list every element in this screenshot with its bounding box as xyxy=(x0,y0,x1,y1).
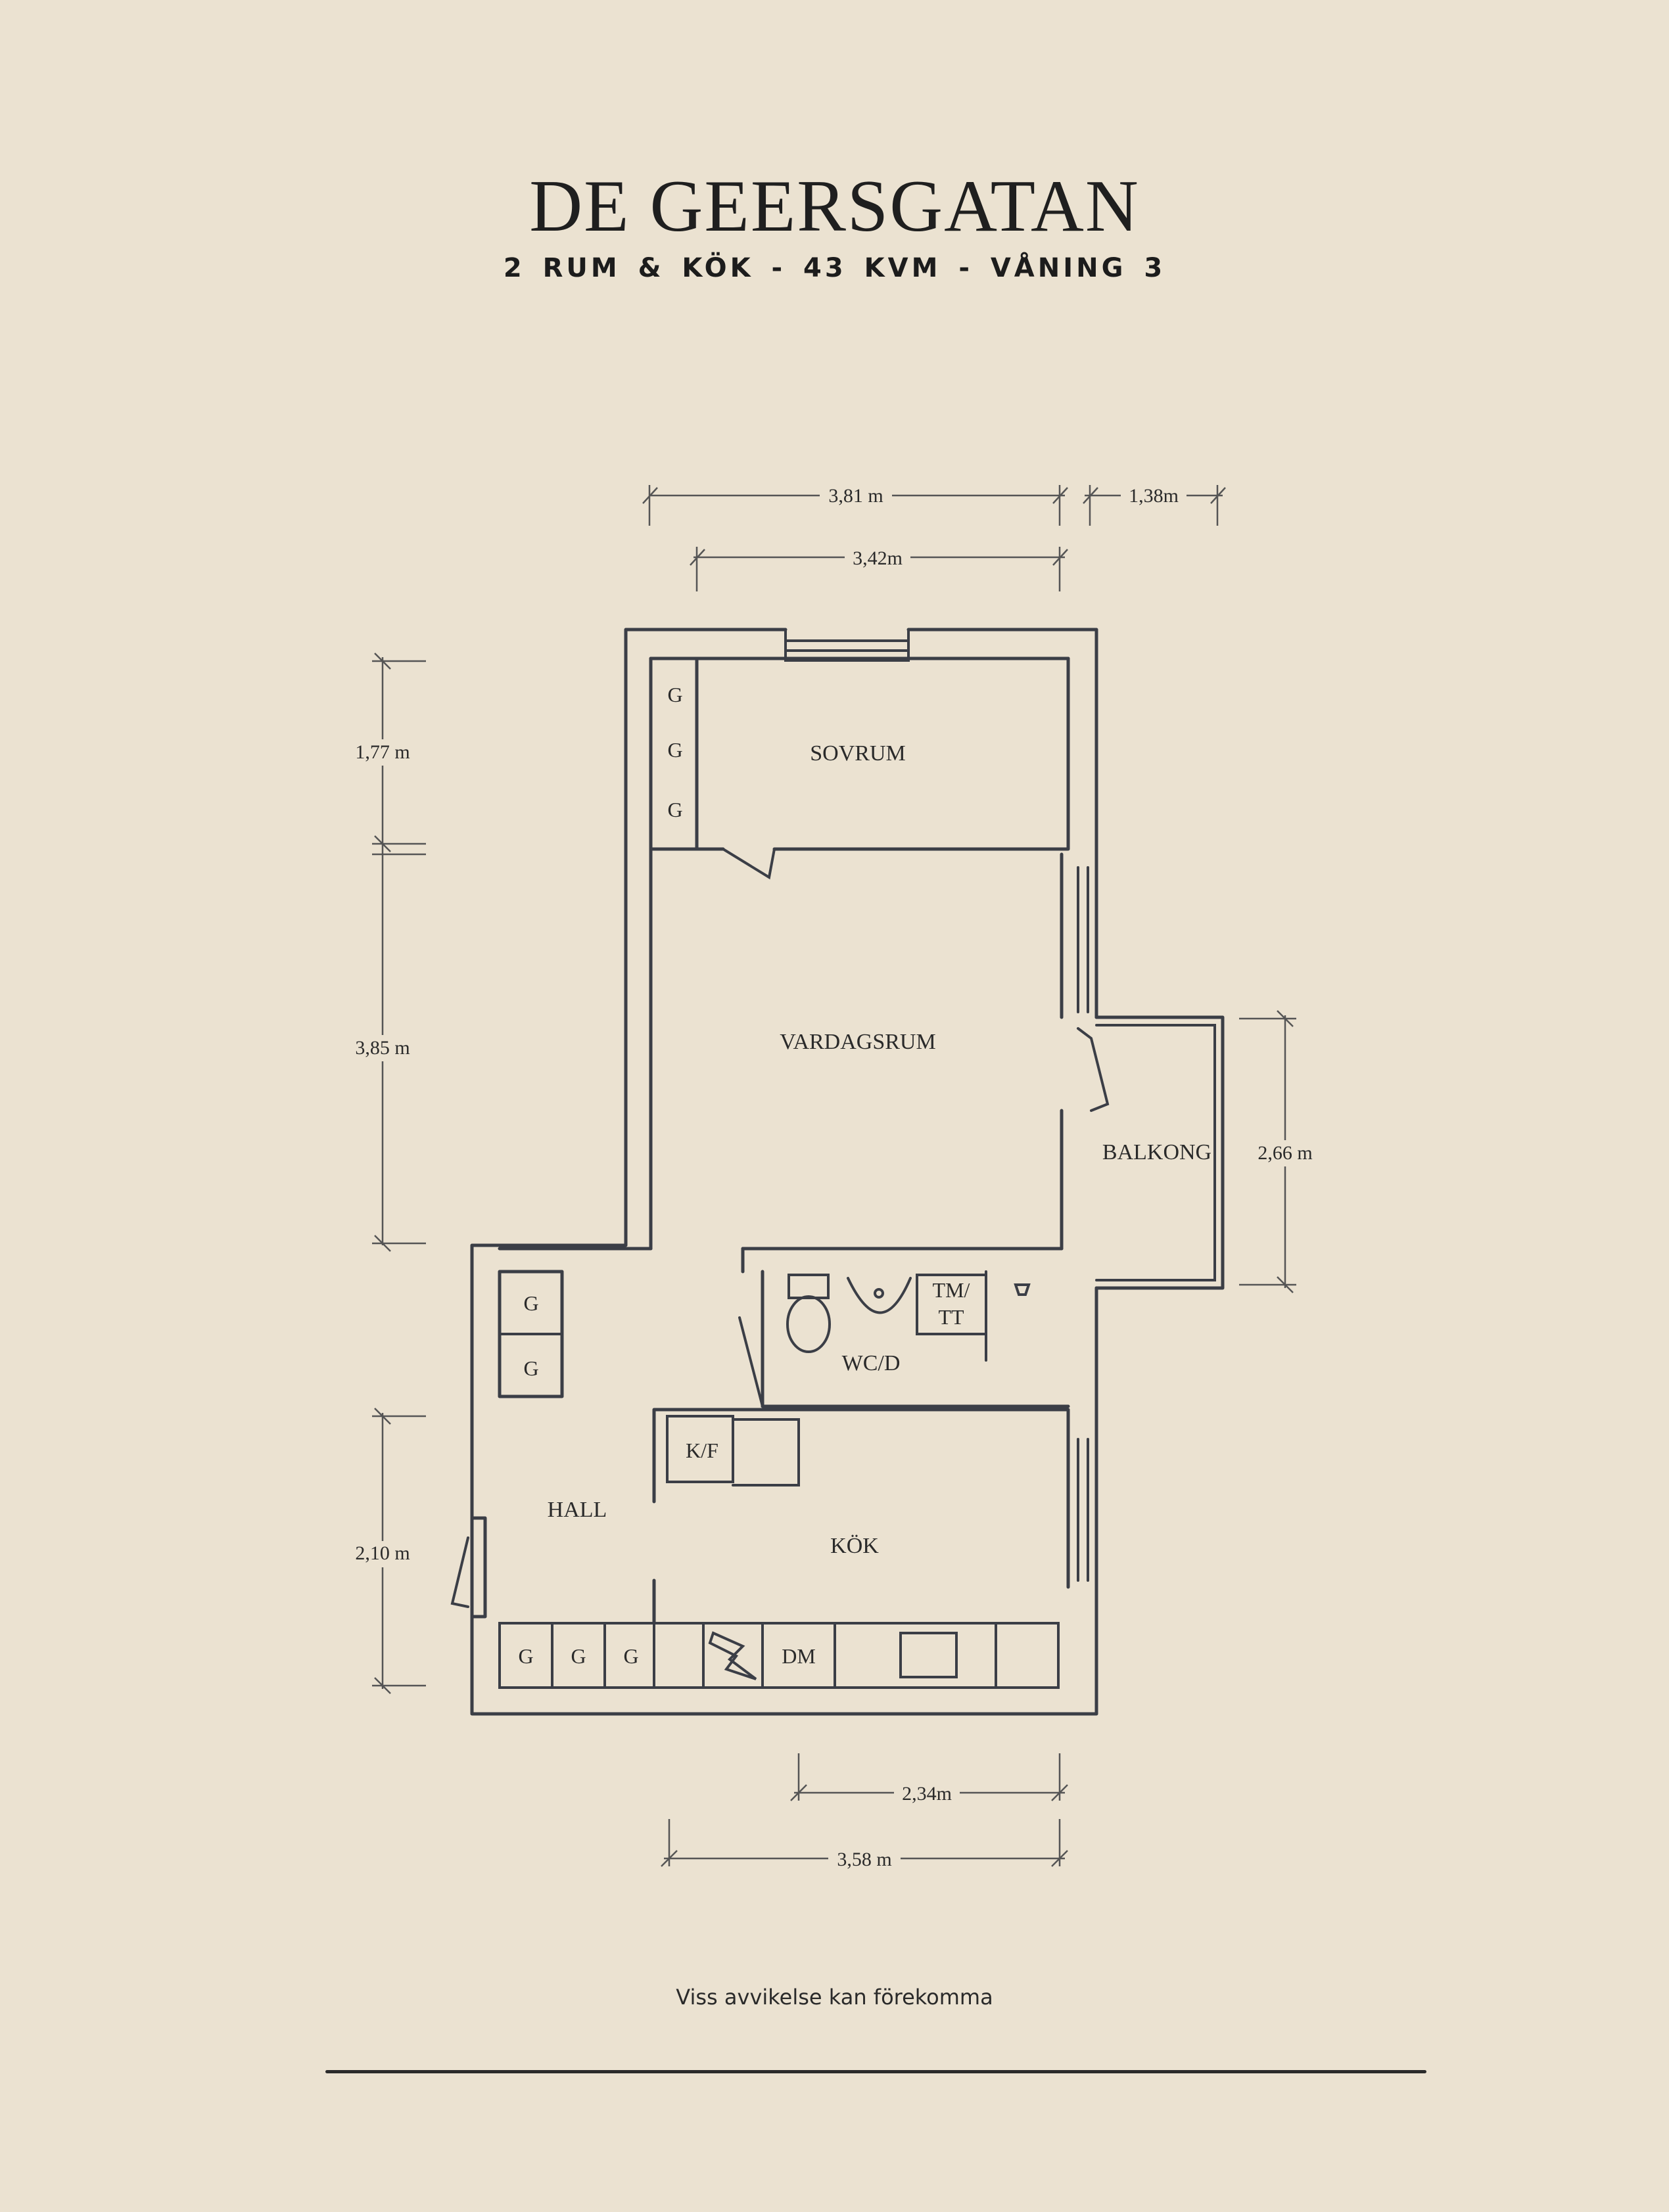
room-label-kok: KÖK xyxy=(830,1534,879,1558)
room-label-sovrum: SOVRUM xyxy=(810,741,905,766)
dim-top-balcony: 1,38m xyxy=(1129,485,1179,507)
room-label-balkong: BALKONG xyxy=(1102,1140,1211,1164)
stove-icon xyxy=(708,1631,757,1680)
tmtt-label: TM/ xyxy=(933,1278,970,1302)
room-label-hall: HALL xyxy=(548,1498,607,1522)
disclaimer-text: Viss avvikelse kan förekomma xyxy=(676,1985,993,2010)
dim-left-kitchen: 2,10 m xyxy=(355,1542,410,1564)
dim-right-balcony: 2,66 m xyxy=(1258,1142,1312,1164)
closet-label: G xyxy=(523,1356,538,1380)
tmtt-label: TT xyxy=(938,1305,964,1329)
walls xyxy=(450,628,1225,1716)
closet-label: G xyxy=(518,1644,533,1668)
closet-label: G xyxy=(667,798,682,821)
page-title: DE GEERSGATAN xyxy=(529,166,1140,247)
room-label-vardagsrum: VARDAGSRUM xyxy=(780,1030,935,1054)
dim-bottom-inner: 2,34m xyxy=(902,1783,952,1805)
page-subtitle: 2 RUM & KÖK - 43 KVM - VÅNING 3 xyxy=(503,253,1166,283)
closet-label: G xyxy=(667,738,682,762)
dim-bottom-outer: 3,58 m xyxy=(837,1849,891,1870)
footer-rule xyxy=(325,2070,1426,2073)
dim-top-outer: 3,81 m xyxy=(828,485,883,507)
dim-top-inner: 3,42m xyxy=(853,547,903,569)
dm-label: DM xyxy=(782,1644,816,1668)
closet-label: G xyxy=(571,1644,586,1668)
room-label-wcd: WC/D xyxy=(842,1351,901,1375)
closet-label: G xyxy=(523,1291,538,1315)
dim-left-bedroom: 1,77 m xyxy=(355,741,410,763)
closet-label: G xyxy=(623,1644,638,1668)
dim-left-living: 3,85 m xyxy=(355,1037,410,1059)
kf-label: K/F xyxy=(686,1439,718,1462)
closet-label: G xyxy=(667,683,682,706)
